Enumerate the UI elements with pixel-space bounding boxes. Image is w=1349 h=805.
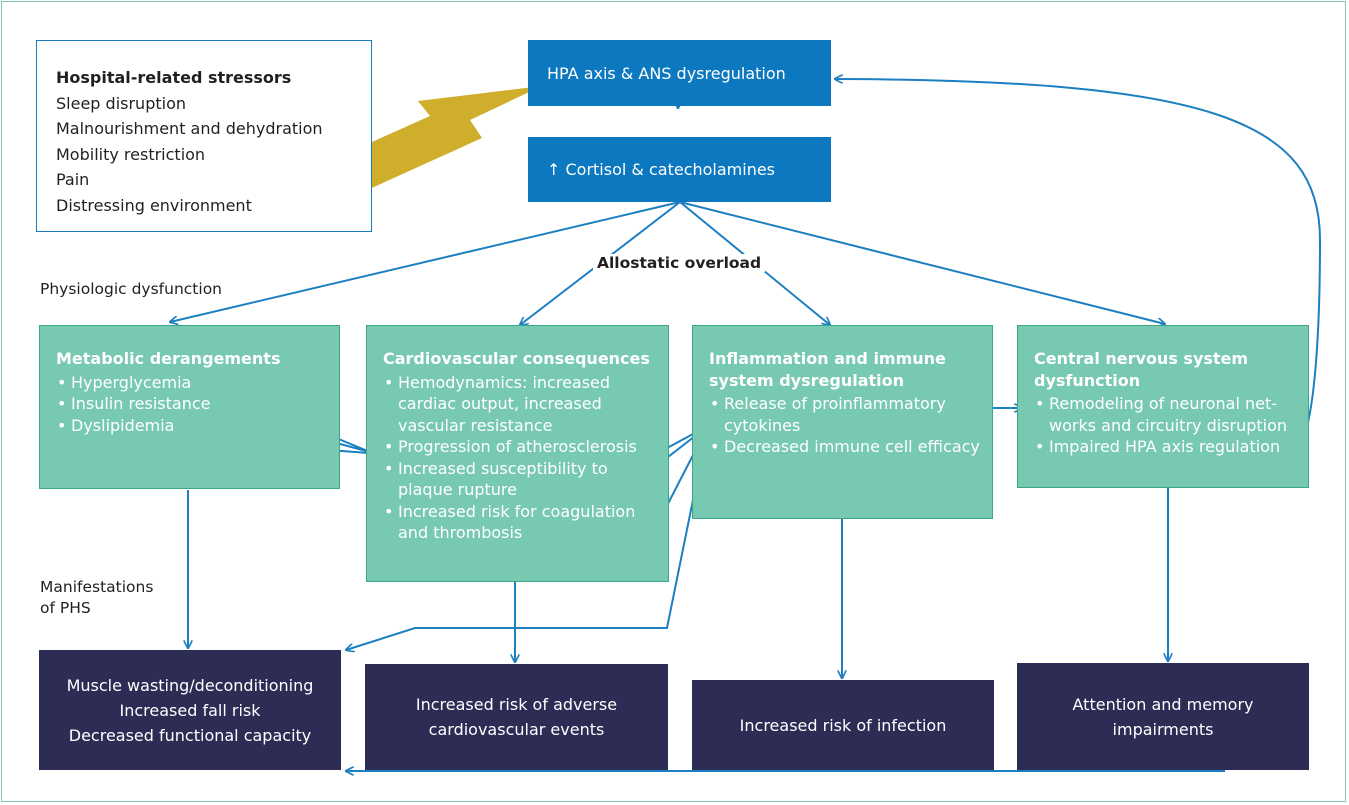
- cardiovascular-box: Cardiovascular consequences Hemodynamics…: [366, 325, 669, 582]
- cardiovascular-item: Increased susceptibility to plaque ruptu…: [383, 458, 660, 501]
- stressors-box: Hospital-related stressors Sleep disrupt…: [36, 40, 372, 232]
- cardiovascular-title: Cardiovascular consequences: [383, 349, 650, 368]
- stressor-item: Malnourishment and dehydration: [56, 119, 323, 138]
- manifestations-line: of PHS: [40, 599, 91, 617]
- outcome-line: Muscle wasting/deconditioning: [66, 675, 314, 695]
- outcome-line: Increased risk of infection: [739, 715, 947, 735]
- cns-title: Central nervous system dysfunction: [1034, 349, 1249, 390]
- cardiovascular-item: Progression of atherosclerosis: [383, 436, 660, 458]
- hpa-axis-label: HPA axis & ANS dysregulation: [547, 63, 786, 83]
- metabolic-title: Metabolic derangements: [56, 349, 281, 368]
- metabolic-item: Hyperglycemia: [56, 372, 331, 394]
- cardiovascular-item: Increased risk for coagulation and throm…: [383, 501, 660, 544]
- cortisol-label: ↑ Cortisol & catecholamines: [547, 160, 776, 179]
- cardiovascular-item: Hemodynamics: increased cardiac output, …: [383, 372, 660, 437]
- hpa-axis-box: HPA axis & ANS dysregulation: [528, 40, 831, 106]
- stressor-item: Mobility restriction: [56, 144, 206, 164]
- cns-item: Remodeling of neuronal net-works and cir…: [1034, 393, 1300, 436]
- cns-item: Impaired HPA axis regulation: [1034, 436, 1300, 458]
- cv-events-box: Increased risk of adverse cardiovascular…: [365, 664, 668, 770]
- outcome-line: Decreased functional capacity: [68, 725, 312, 745]
- allostatic-overload-label: Allostatic overload: [593, 254, 766, 272]
- manifestations-line: Manifestations: [40, 578, 154, 596]
- cortisol-box: ↑ Cortisol & catecholamines: [528, 137, 831, 202]
- stressor-item: Distressing environment: [56, 195, 252, 215]
- outcome-line: cardiovascular events: [428, 720, 605, 739]
- outcome-line: Increased risk of adverse: [415, 695, 618, 714]
- inflammation-box: Inflammation and immune system dysregula…: [692, 325, 993, 519]
- outcome-line: impairments: [1112, 719, 1214, 739]
- infection-box: Increased risk of infection: [692, 680, 994, 770]
- attention-memory-box: Attention and memory impairments: [1017, 663, 1309, 770]
- cns-box: Central nervous system dysfunction Remod…: [1017, 325, 1309, 488]
- manifestations-label: Manifestations of PHS: [40, 577, 153, 619]
- metabolic-item: Dyslipidemia: [56, 415, 331, 437]
- metabolic-item: Insulin resistance: [56, 393, 331, 415]
- stressor-item: Sleep disruption: [56, 93, 186, 113]
- outcome-line: Attention and memory: [1072, 694, 1254, 714]
- stressors-title: Hospital-related stressors: [56, 68, 292, 87]
- inflammation-title: Inflammation and immune system dysregula…: [709, 349, 946, 390]
- outcome-line: Increased fall risk: [119, 700, 261, 720]
- stressor-item: Pain: [56, 170, 90, 189]
- muscle-wasting-box: Muscle wasting/deconditioning Increased …: [39, 650, 341, 770]
- inflammation-item: Decreased immune cell efficacy: [709, 436, 984, 458]
- metabolic-box: Metabolic derangements Hyperglycemia Ins…: [39, 325, 340, 489]
- inflammation-item: Release of proinflammatory cytokines: [709, 393, 984, 436]
- physiologic-dysfunction-label: Physiologic dysfunction: [40, 280, 222, 298]
